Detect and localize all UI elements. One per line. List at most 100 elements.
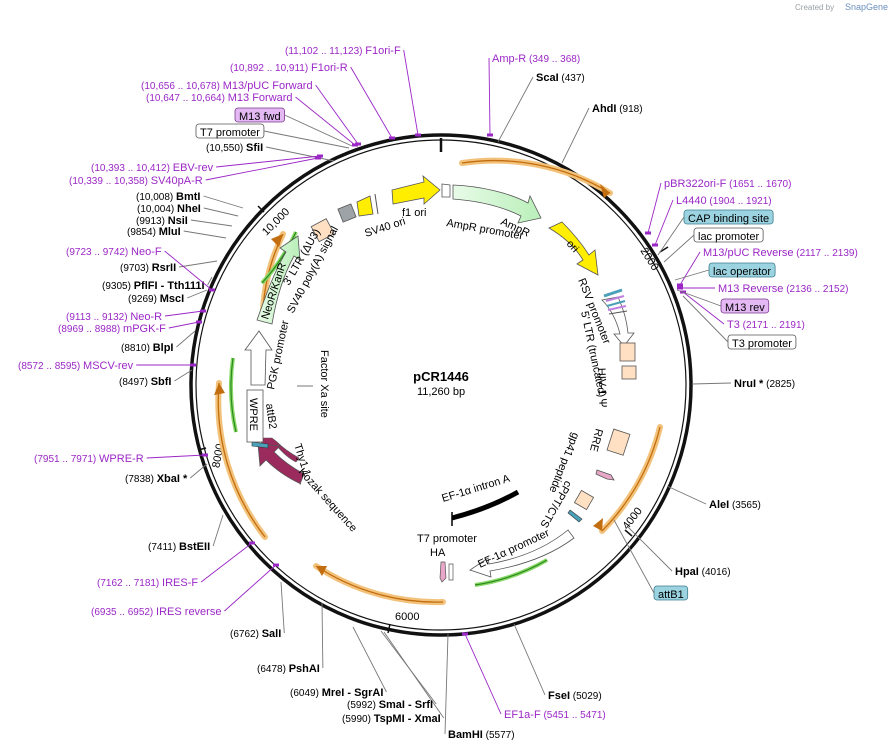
enzyme-label: NruI * (2825) (734, 378, 795, 390)
primer-iresf: (7162 .. 7181) IRES-F (97, 577, 198, 589)
primer-leader (168, 321, 200, 329)
enzyme-leader (203, 207, 239, 217)
ef1a-promoter-feature (469, 529, 575, 578)
primer-label: (7162 .. 7181) IRES-F (97, 577, 198, 589)
cppt-feature (573, 489, 595, 511)
primer-mark (652, 243, 658, 247)
primer-leader (216, 155, 321, 168)
primer-ef1af: EF1a-F (5451 .. 5471) (504, 709, 606, 721)
enzyme-label: (9854) MluI (127, 226, 181, 238)
enzyme-label: HpaI (4016) (675, 566, 731, 578)
box-label: T7 promoter (200, 127, 260, 139)
primer-leader (224, 564, 277, 612)
hiv-psi-feature (621, 365, 637, 380)
enzyme-leader (266, 146, 335, 162)
enzyme-bmti: (10,008) BmtI (136, 191, 200, 203)
enzyme-nhei: (10,004) NheI (137, 203, 201, 215)
enzyme-leader (691, 382, 732, 385)
primer-ampr: Amp-R (349 .. 368) (492, 53, 580, 65)
enzyme-leader (179, 260, 218, 268)
primer-ebvrev: (10,393 .. 10,412) EBV-rev (91, 162, 214, 174)
enzyme-leader (444, 633, 449, 735)
primer-mark (190, 363, 196, 367)
primer-mark (462, 632, 468, 636)
ampr-feature (452, 184, 542, 224)
primer-mark (249, 541, 255, 545)
wpre-feature (246, 389, 264, 443)
enzyme-leader (190, 219, 233, 227)
enzyme-fsei: FseI (5029) (548, 690, 602, 702)
backbone-outer (189, 133, 693, 637)
enzyme-leader (183, 230, 227, 239)
enzyme-sali: (6762) SalI (230, 628, 281, 640)
enzyme-blpi: (8810) BlpI (121, 342, 173, 354)
enzyme-label: (9305) PflFI - Tth111I (102, 280, 205, 292)
primer-f1orif: (11,102 .. 11,123) F1ori-F (285, 45, 401, 57)
primer-mscvrev: (8572 .. 8595) MSCV-rev (18, 360, 134, 372)
f1-ori-feature (391, 175, 441, 205)
enzyme-leader (513, 623, 546, 696)
box-label: lac operator (713, 266, 771, 278)
attb1-mark (567, 509, 583, 523)
credit-brand: SnapGene (845, 2, 888, 12)
primer-m13forward: (10,647 .. 10,664) M13 Forward (146, 92, 293, 104)
feature-hiv-psi: HIV-1 Ψ (595, 368, 608, 408)
primer-t3: T3 (2171 .. 2191) (727, 319, 805, 331)
enzyme-nrui: NruI * (2825) (734, 378, 795, 390)
primer-sv40par: (10,339 .. 10,358) SV40pA-R (69, 175, 203, 187)
enzyme-alei: AleI (3565) (709, 499, 761, 511)
ltr3-feature (310, 218, 335, 243)
box-t7promoter: T7 promoter (195, 123, 265, 139)
box-attb1: attB1 (653, 585, 689, 601)
enzyme-leader (627, 526, 673, 572)
primer-label: (9113 .. 9132) Neo-R (66, 311, 162, 323)
primer-label: T3 (2171 .. 2191) (727, 319, 805, 331)
primer-mark (645, 231, 651, 235)
enzyme-mlui: (9854) MluI (127, 226, 181, 238)
enzyme-ahdi: AhdI (918) (592, 103, 643, 115)
enzyme-xmai: (5990) TspMI - XmaI (342, 713, 441, 725)
enzyme-pshai: (6478) PshAI (257, 663, 320, 675)
primer-leader (654, 199, 674, 246)
primer-mark (273, 563, 279, 567)
tick-6000: 6000 (395, 611, 419, 623)
primer-label: EF1a-F (5451 .. 5471) (504, 709, 606, 721)
annotation-labels: ScaI (437) AhdI (918) NruI * (2825) AleI (3… (18, 45, 858, 741)
feature-kozak: Kozak sequence (296, 466, 359, 534)
enzyme-label: ScaI (437) (536, 72, 585, 84)
primer-leader (682, 291, 725, 325)
box-label: M13 fwd (239, 111, 281, 123)
primer-mark (352, 143, 358, 147)
box-leader (674, 269, 710, 281)
feature-ha: HA (430, 547, 446, 559)
enzyme-label: (8810) BlpI (121, 342, 173, 354)
feature-attb2: attB2 (263, 403, 278, 430)
enzyme-label: (7838) XbaI * (125, 473, 188, 485)
primer-label: (9723 .. 9742) Neo-F (66, 246, 162, 258)
primer-leader (205, 157, 319, 181)
enzyme-label: (9703) RsrII (120, 262, 176, 274)
enzyme-leader (212, 514, 224, 547)
sv40ori-feature (356, 195, 374, 217)
t7-small-feature (448, 563, 454, 581)
enzyme-label: (6049) MreI - SgrAI (290, 687, 383, 699)
enzyme-leader (497, 76, 534, 143)
box-m13fwd: M13 fwd (234, 107, 285, 123)
enzyme-sbfi: (8497) SbfI (119, 376, 171, 388)
neor-feature (256, 235, 301, 325)
box-label: CAP binding site (688, 213, 769, 225)
enzyme-label: FseI (5029) (548, 690, 602, 702)
enzyme-leader (189, 463, 208, 479)
primer-neor: (9113 .. 9132) Neo-R (66, 311, 162, 323)
enzyme-xbai: (7838) XbaI * (125, 473, 188, 485)
box-leader (676, 289, 722, 307)
enzyme-label: AhdI (918) (592, 103, 643, 115)
enzyme-leader (666, 485, 707, 505)
intron-feature (451, 489, 520, 521)
box-capbindingsite: CAP binding site (683, 209, 774, 225)
enzyme-tth111i: (9305) PflFI - Tth111I (102, 280, 205, 292)
primer-label: M13 Reverse (2136 .. 2152) (718, 283, 848, 295)
primer-pbr322orif: pBR322ori-F (1651 .. 1670) (664, 178, 791, 190)
primer-m13pucreverse: M13/pUC Reverse (2117 .. 2139) (703, 247, 858, 259)
